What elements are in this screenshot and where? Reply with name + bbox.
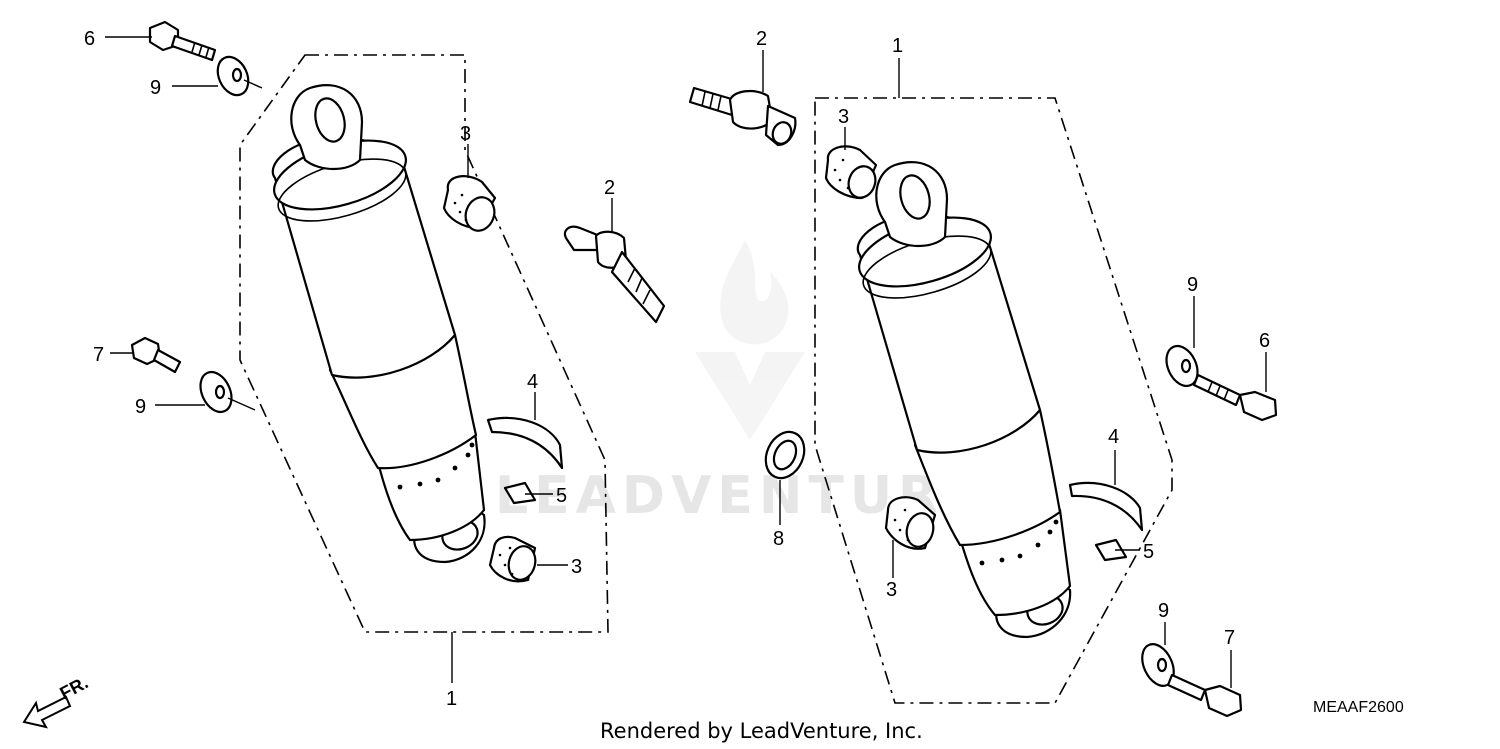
callout-right-5: 5 [1143,541,1154,563]
right-washer-9-top[interactable] [1160,341,1203,391]
callout-left-7: 7 [93,344,104,366]
callout-right-3-bottom: 3 [886,579,897,601]
callout-left-3-bottom: 3 [571,556,582,578]
left-washer-9-top[interactable] [212,52,263,100]
left-bolt-6[interactable] [148,20,217,62]
left-label-5[interactable] [503,481,537,505]
callout-left-9-top: 9 [150,77,161,99]
left-bushing-3-bottom[interactable] [488,535,539,583]
left-stud-bolt-2[interactable] [563,225,666,324]
callout-left-5: 5 [556,485,567,507]
left-shock-absorber[interactable] [266,84,486,564]
callout-left-1: 1 [446,688,457,710]
callout-left-6: 6 [84,28,95,50]
callout-right-8: 8 [773,528,784,550]
left-bushing-3-top[interactable] [442,175,499,235]
left-rubber-seal-4[interactable] [486,416,564,470]
callout-right-2: 2 [756,28,767,50]
callout-right-1: 1 [892,35,903,57]
left-washer-9-bottom[interactable] [194,367,256,417]
footer-credit: Rendered by LeadVenture, Inc. [600,719,923,743]
right-washer-8[interactable] [759,426,812,485]
diagram-code: MEAAF2600 [1313,699,1404,716]
front-direction-arrow-icon [22,695,72,729]
right-bolt-6[interactable] [1192,373,1278,422]
callout-right-3-top: 3 [838,106,849,128]
left-leader-lines [105,36,613,683]
right-bushing-3-top[interactable] [824,145,880,201]
watermark-logo [695,240,805,440]
callout-left-3-top: 3 [460,123,471,145]
callout-right-9-top: 9 [1187,274,1198,296]
callout-right-7: 7 [1224,627,1235,649]
right-leader-lines [762,50,1267,688]
right-stud-bolt-2[interactable] [688,86,797,147]
callout-left-4: 4 [527,371,538,393]
right-rubber-seal-4[interactable] [1068,481,1144,532]
callout-right-6: 6 [1259,330,1270,352]
left-bolt-7[interactable] [130,336,182,374]
callout-right-9-bottom: 9 [1158,600,1169,622]
right-assembly-boundary [814,97,1173,704]
right-bushing-3-bottom[interactable] [884,496,937,550]
callout-left-2: 2 [604,177,615,199]
right-shock-absorber[interactable] [851,161,1072,639]
left-assembly-boundary [239,54,609,633]
callout-right-4: 4 [1108,426,1119,448]
right-label-5[interactable] [1094,538,1128,562]
right-bolt-7[interactable] [1166,673,1243,718]
callout-left-9-bottom: 9 [135,396,146,418]
